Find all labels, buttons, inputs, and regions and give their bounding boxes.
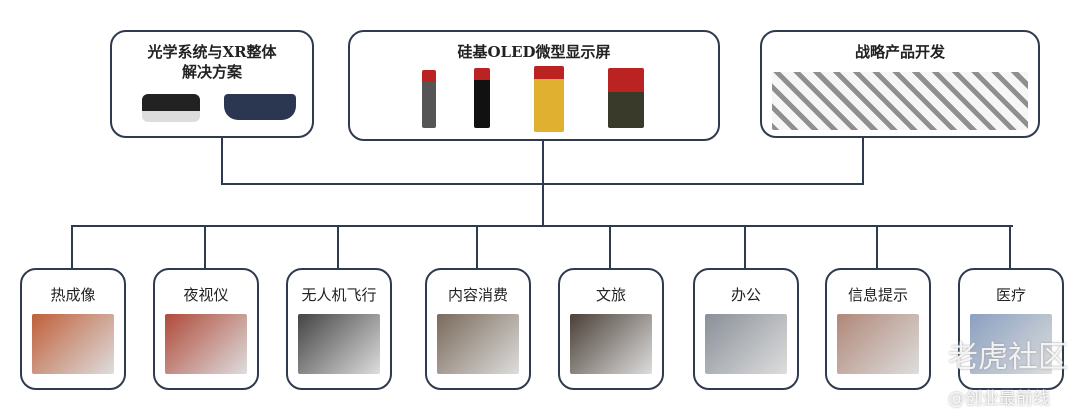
connector <box>337 225 339 269</box>
application-image <box>32 314 114 374</box>
connector <box>609 225 611 269</box>
microdisplay-image <box>534 66 564 132</box>
watermark: 老虎社区 <box>948 340 1068 375</box>
connector <box>862 137 864 184</box>
application-box: 文旅 <box>558 268 664 390</box>
title-line: 解决方案 <box>181 63 242 81</box>
connector <box>744 225 746 269</box>
application-box: 信息提示 <box>825 268 931 390</box>
microdisplay-image <box>608 68 644 128</box>
application-label: 文旅 <box>595 286 626 304</box>
optical-xr-box: 光学系统与XR整体解决方案 <box>110 30 314 138</box>
application-label: 医疗 <box>995 286 1026 304</box>
connector <box>71 225 73 269</box>
box-title: 光学系统与XR整体解决方案 <box>112 42 312 82</box>
application-box: 无人机飞行 <box>286 268 392 390</box>
application-box: 内容消费 <box>425 268 531 390</box>
products-image <box>772 72 1028 130</box>
application-box: 办公 <box>693 268 799 390</box>
application-image <box>837 314 919 374</box>
connector <box>71 225 1013 227</box>
oled-microdisplay-box: 硅基OLED微型显示屏 <box>348 30 720 141</box>
title-line: 光学系统与XR整体 <box>147 43 277 61</box>
xr-headset-image <box>142 94 200 122</box>
application-label: 热成像 <box>50 286 96 304</box>
application-image <box>705 314 787 374</box>
application-image <box>970 314 1052 374</box>
application-label: 信息提示 <box>847 286 908 304</box>
application-image <box>165 314 247 374</box>
microdisplay-image <box>422 70 436 128</box>
ar-glasses-image <box>224 94 296 120</box>
watermark-sub: @创业最前线 <box>948 389 1050 409</box>
application-label: 夜视仪 <box>183 286 229 304</box>
application-label: 内容消费 <box>447 286 508 304</box>
application-image <box>437 314 519 374</box>
microdisplay-image <box>474 68 490 128</box>
connector <box>1009 225 1011 269</box>
application-box: 医疗 <box>958 268 1064 390</box>
application-box: 夜视仪 <box>153 268 259 390</box>
application-label: 无人机飞行 <box>301 286 377 304</box>
connector <box>876 225 878 269</box>
application-label: 办公 <box>730 286 761 304</box>
application-box: 热成像 <box>20 268 126 390</box>
connector <box>476 225 478 269</box>
application-image <box>570 314 652 374</box>
strategic-product-box: 战略产品开发 <box>760 30 1040 138</box>
box-title: 战略产品开发 <box>854 43 945 61</box>
box-title: 硅基OLED微型显示屏 <box>457 43 611 61</box>
application-image <box>298 314 380 374</box>
connector <box>221 137 223 184</box>
connector <box>221 183 864 185</box>
connector <box>204 225 206 269</box>
